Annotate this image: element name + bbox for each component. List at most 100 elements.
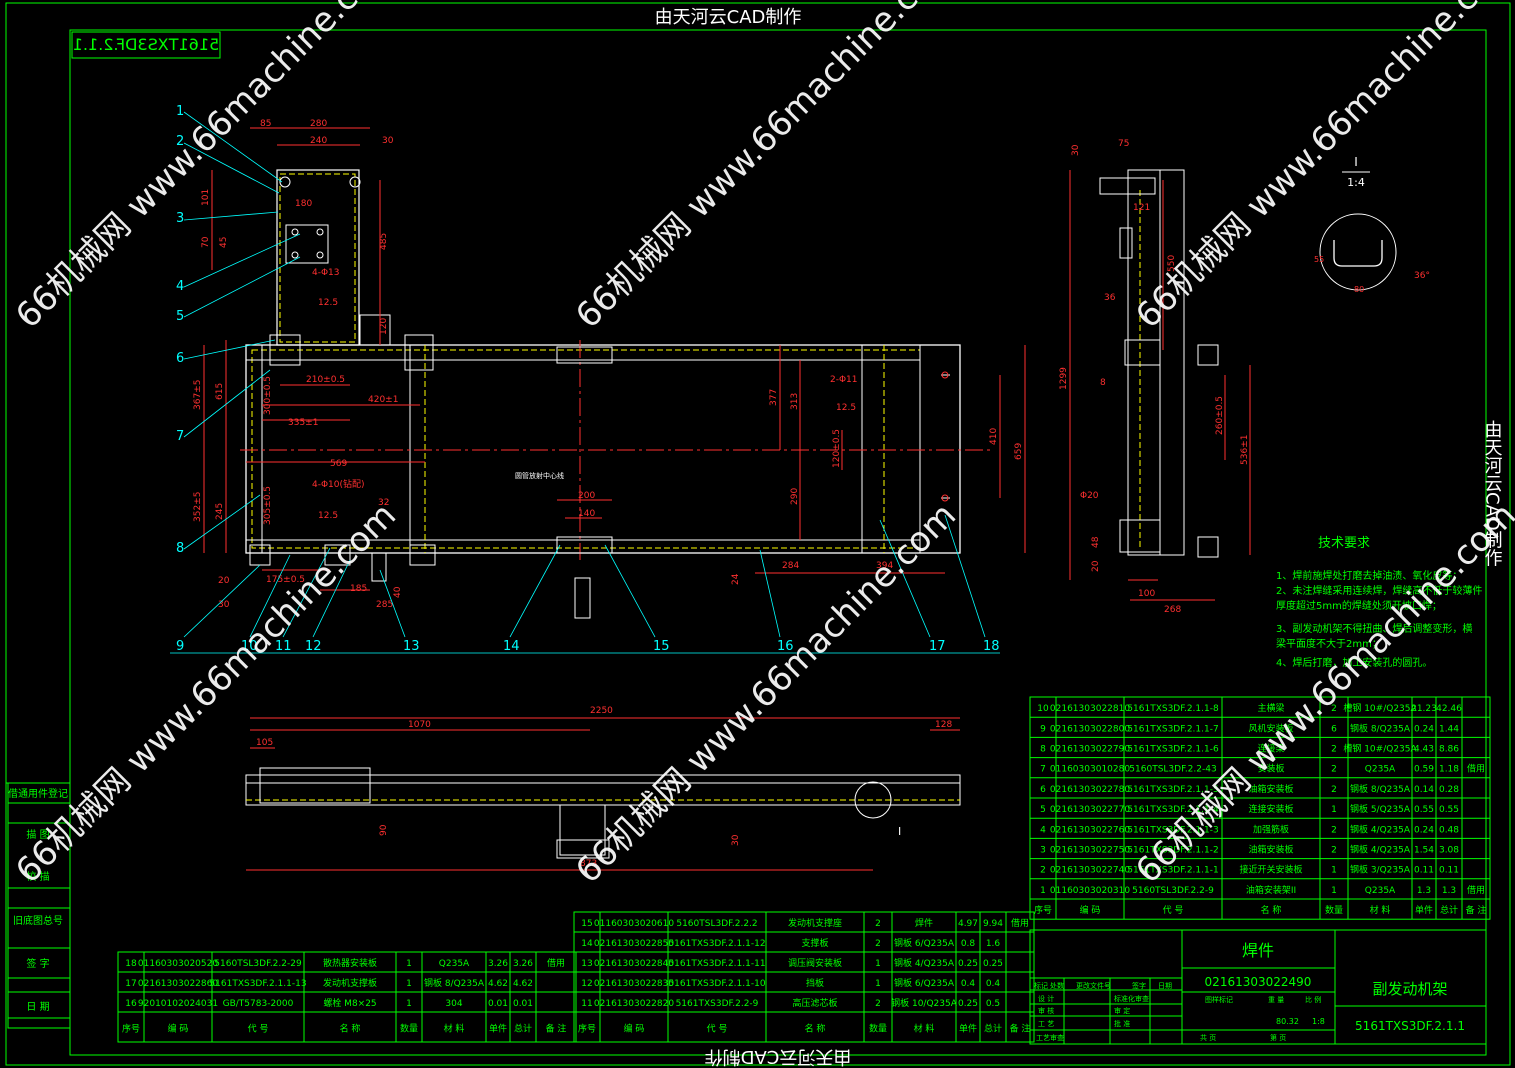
svg-text:75: 75: [1118, 139, 1129, 149]
bom-cell: 1: [406, 979, 412, 989]
bom-cell: 1: [875, 979, 881, 989]
balloon-15: 15: [653, 639, 670, 654]
svg-text:300±0.5: 300±0.5: [263, 376, 273, 415]
svg-text:550: 550: [1167, 255, 1177, 272]
bom-cell: 02161303022860: [138, 979, 218, 989]
bom-cell: 2: [875, 999, 881, 1009]
svg-text:80: 80: [1354, 285, 1364, 294]
bom-cell: 1.54: [1414, 846, 1434, 856]
bom-cell: 02161303022760: [1050, 825, 1130, 835]
bom-cell: 0.11: [1414, 866, 1434, 876]
bom-cell: 2: [875, 939, 881, 949]
title-block: 焊件 02161303022490 副发动机架 5161TXS3DF.2.1.1…: [1029, 929, 1487, 1045]
svg-text:536±1: 536±1: [1240, 435, 1250, 465]
bom-cell: 02161303022810: [1050, 704, 1130, 714]
svg-text:180: 180: [295, 199, 312, 209]
svg-text:410: 410: [989, 428, 999, 445]
svg-text:185: 185: [350, 584, 367, 594]
svg-text:105: 105: [256, 738, 273, 748]
bom-cell: 0.11: [1439, 866, 1459, 876]
bom-cell: 5161TXS3DF.2.1.1-11: [668, 959, 765, 969]
svg-text:2250: 2250: [590, 706, 613, 716]
svg-text:128: 128: [935, 720, 952, 730]
bom-cell: 5161TXS3DF.2.1.1-5: [1127, 785, 1218, 795]
svg-text:厚度超过5mm的焊缝处须开坡口焊；: 厚度超过5mm的焊缝处须开坡口焊；: [1276, 599, 1442, 612]
bom-header: 序号: [122, 1023, 140, 1035]
svg-text:4、焊后打磨，加工安装孔的圆孔。: 4、焊后打磨，加工安装孔的圆孔。: [1276, 656, 1432, 669]
bom-cell: 5161TXS3DF.2.1.1-12: [668, 939, 765, 949]
bom-cell: 油箱安装板: [1248, 844, 1293, 856]
bom-cell: 0.48: [1439, 825, 1459, 835]
bom-header: 单件: [959, 1023, 977, 1035]
bom-cell: 10: [1037, 704, 1049, 714]
bom-cell: 21.23: [1411, 704, 1437, 714]
bom-cell: 2: [1331, 785, 1337, 795]
bom-cell: 0.59: [1414, 765, 1434, 775]
bom-cell: 16: [125, 999, 137, 1009]
svg-text:圆管放射中心线: 圆管放射中心线: [515, 471, 564, 480]
svg-text:615: 615: [215, 383, 225, 400]
bom-cell: 槽钢 10#/Q235A: [1343, 702, 1417, 714]
bom-cell: 3.08: [1439, 846, 1459, 856]
svg-text:569: 569: [330, 459, 347, 469]
bom-cell: 高压滤芯板: [792, 997, 837, 1009]
bom-header: 名 称: [1261, 904, 1282, 916]
bom-cell: 02161303022840: [594, 959, 674, 969]
balloon-6: 6: [176, 351, 184, 366]
svg-text:2-Φ11: 2-Φ11: [830, 375, 858, 385]
bom-header: 总计: [1440, 904, 1458, 916]
svg-text:285: 285: [376, 600, 393, 610]
svg-text:120±0.5: 120±0.5: [832, 429, 842, 468]
bom-cell: 风机安装板: [1248, 722, 1293, 734]
detail-view-I: I 1:4 55 80 36°: [1314, 155, 1430, 294]
balloon-17: 17: [929, 639, 946, 654]
svg-text:标记: 标记: [1034, 981, 1048, 990]
bom-cell: 0.55: [1414, 805, 1434, 815]
svg-text:12.5: 12.5: [836, 403, 856, 413]
svg-text:32: 32: [378, 498, 389, 508]
bom-cell: 02161303022780: [1050, 785, 1130, 795]
title-drawing-no: 5161TXS3DF.2.1.1: [1355, 1019, 1465, 1033]
svg-text:8: 8: [1100, 378, 1106, 388]
balloon-1: 1: [176, 104, 184, 119]
bom-cell: 0.28: [1439, 785, 1459, 795]
bom-cell: 接近开关安装板: [1239, 864, 1302, 876]
bom-cell: 15: [581, 919, 592, 929]
drawing-no-box: [71, 31, 221, 59]
bom-cell: 5161TXS3DF.2.1.1-6: [1127, 745, 1219, 755]
bom-cell: 5160TSL3DF.2.2-9: [1132, 886, 1214, 896]
plan-view-labels: 85 280 240 30 180 101 70 45 4-Φ13 485 12…: [193, 119, 1024, 610]
bom-cell: 螺栓 M8×25: [323, 997, 376, 1009]
bom-cell: Q235A: [439, 959, 470, 969]
bom-cell: 4.43: [1414, 745, 1434, 755]
bom-cell: 18: [125, 959, 137, 969]
bom-cell: 1.3: [1442, 886, 1456, 896]
svg-text:245: 245: [215, 503, 225, 520]
bom-cell: 5161TXS3DF.2.1.1-2: [1127, 846, 1218, 856]
bom-cell: 加强筋板: [1253, 823, 1289, 835]
tech-title: 技术要求: [1318, 536, 1370, 551]
side-view: [1069, 169, 1251, 601]
svg-text:共 页: 共 页: [1200, 1033, 1216, 1042]
balloon-9: 9: [176, 639, 184, 654]
bom-header: 总计: [514, 1023, 532, 1035]
bom-cell: 钢板 8/Q235A: [424, 977, 485, 989]
outer-border: [5, 2, 1511, 1066]
svg-text:I: I: [898, 825, 901, 838]
bom-cell: 1.18: [1439, 765, 1459, 775]
svg-text:85: 85: [260, 119, 271, 129]
bom-cell: 01160303020520: [138, 959, 218, 969]
svg-text:比 例: 比 例: [1305, 995, 1321, 1004]
bom-cell: 钢板 3/Q235A: [1350, 864, 1411, 876]
svg-text:101: 101: [201, 189, 211, 206]
svg-text:420±1: 420±1: [368, 395, 398, 405]
svg-text:66机械网 www.66machine.com: 66机械网 www.66machine.com: [568, 495, 964, 891]
bom-header: 材 料: [444, 1023, 465, 1035]
svg-text:30: 30: [1071, 144, 1081, 156]
svg-text:更改文件号: 更改文件号: [1076, 981, 1111, 990]
svg-text:66机械网 www.66machine.com: 66机械网 www.66machine.com: [568, 0, 964, 336]
bom-cell: 02161303022790: [1050, 745, 1130, 755]
bom-header: 备 注: [1010, 1023, 1031, 1035]
bom-cell: 13: [581, 959, 592, 969]
bom-cell: 0.55: [1439, 805, 1459, 815]
